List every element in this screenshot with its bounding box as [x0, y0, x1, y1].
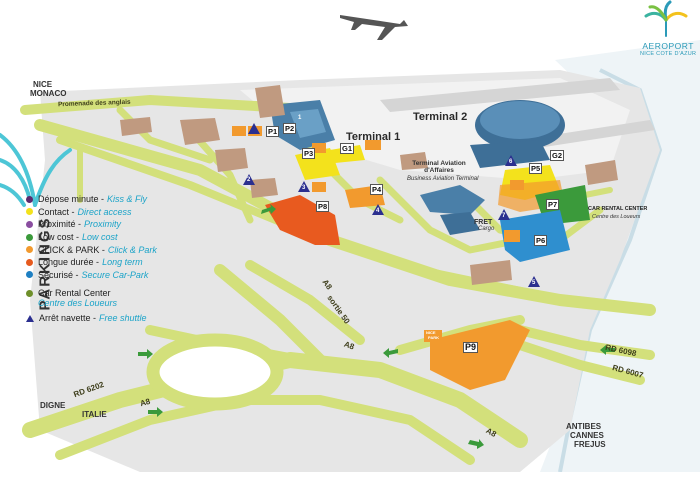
parking-marker-p2[interactable]: P2 — [283, 123, 297, 134]
direction-frejus: FREJUS — [574, 440, 606, 449]
legend-item-rental-en: Centre des Loueurs — [38, 298, 184, 308]
legend-item-click-park: CLICK & PARK -Click & Park — [26, 243, 184, 256]
roundabout-inner — [171, 352, 259, 392]
direction-digne: DIGNE — [40, 401, 66, 410]
car-rental-title: CAR RENTAL CENTER — [588, 206, 648, 212]
shuttle-number-3: 3 — [302, 185, 306, 191]
parking-marker-p6[interactable]: P6 — [534, 235, 548, 246]
shuttle-stop-icons — [243, 123, 540, 287]
direction-italie: ITALIE — [82, 410, 107, 419]
parking-marker-p7[interactable]: P7 — [546, 199, 560, 210]
legend-dot-icon — [26, 195, 33, 203]
legend-dot-icon — [26, 271, 33, 279]
legend-label: Proximité - — [38, 219, 82, 230]
terminal-1-label: Terminal 1 — [346, 131, 401, 143]
legend-label-en: Direct access — [77, 206, 132, 217]
shuttle-number-6: 6 — [509, 159, 513, 165]
shuttle-number-5: 5 — [532, 280, 536, 286]
logo-subtitle: NICE COTE D'AZUR — [640, 51, 697, 57]
direction-nice: NICE — [33, 80, 53, 89]
logo-palm-icon — [644, 0, 688, 37]
legend-label: Contact - — [38, 206, 75, 217]
parking-marker-p4[interactable]: P4 — [370, 184, 384, 195]
decorative-palm-icon — [0, 133, 72, 207]
direction-antibes: ANTIBES — [566, 422, 602, 431]
legend-label: Arrêt navette - — [39, 313, 97, 324]
parking-area-p9 — [430, 320, 530, 390]
g-marker-g1[interactable]: G1 — [340, 143, 355, 154]
flag-text-park: PARK — [428, 335, 440, 340]
legend-item-long-term: Longue durée -Long term — [26, 256, 184, 269]
legend-label-en: Secure Car-Park — [81, 269, 149, 280]
legend-item-shuttle: Arrêt navette -Free shuttle — [26, 312, 184, 325]
business-terminal-sub: Business Aviation Terminal — [407, 176, 479, 182]
legend-label-en: Click & Park — [107, 244, 157, 255]
legend-label-en: Long term — [102, 257, 143, 268]
shuttle-triangle-icon — [26, 314, 34, 322]
legend-label: CLICK & PARK - — [38, 244, 105, 255]
runway — [380, 78, 620, 112]
airplane-icon — [340, 15, 408, 40]
buildings — [120, 85, 618, 285]
parking-marker-p8[interactable]: P8 — [316, 201, 330, 212]
legend-dot-icon — [26, 233, 33, 241]
logo-name: AEROPORT — [642, 41, 694, 51]
direction-arrow-icons — [138, 204, 615, 449]
car-rental-sub: Centre des Loueurs — [592, 214, 641, 220]
parking-marker-p9[interactable]: P9 — [463, 342, 479, 353]
legend-item-rental: Car Rental Center — [26, 287, 184, 300]
legend-label-en: Proximity — [84, 219, 122, 230]
legend-item-secure: Sécurisé -Secure Car-Park — [26, 269, 184, 282]
legend-label: Sécurisé - — [38, 269, 79, 280]
legend: Dépose minute -Kiss & Fly Contact -Direc… — [26, 193, 184, 324]
flag-text-nice: NICE — [426, 330, 436, 335]
business-terminal-label: Terminal Aviation d'Affaires — [412, 160, 466, 174]
runway — [520, 120, 655, 150]
parking-marker-p1[interactable]: P1 — [266, 126, 280, 137]
legend-dot-icon — [26, 208, 33, 216]
legend-label: Longue durée - — [38, 257, 100, 268]
legend-label-en: Centre des Loueurs — [38, 297, 118, 308]
legend-label-en: Kiss & Fly — [107, 194, 148, 205]
legend-label: Car Rental Center — [38, 288, 111, 299]
shuttle-number-1: 1 — [298, 115, 302, 121]
fret-sub: Cargo — [478, 226, 495, 232]
direction-monaco: MONACO — [30, 89, 67, 98]
shuttle-number-7: 7 — [502, 213, 506, 219]
legend-item-proximity: Proximité -Proximity — [26, 218, 184, 231]
legend-label: Low cost - — [38, 232, 80, 243]
legend-label-en: Free shuttle — [99, 313, 147, 324]
parking-marker-p3[interactable]: P3 — [302, 148, 316, 159]
legend-dot-icon — [26, 246, 33, 254]
fret-label: FRET — [474, 219, 493, 226]
legend-item-low-cost: Low cost -Low cost — [26, 231, 184, 244]
g-marker-g2[interactable]: G2 — [550, 150, 565, 161]
shuttle-number-4: 4 — [376, 208, 380, 214]
legend-dot-icon — [26, 258, 33, 266]
legend-item-direct-access: Contact -Direct access — [26, 206, 184, 219]
parking-marker-p5[interactable]: P5 — [529, 163, 543, 174]
shuttle-number-2: 2 — [247, 177, 251, 183]
parking-area-g1 — [330, 145, 365, 163]
airport-logo: AEROPORT NICE COTE D'AZUR — [640, 41, 696, 57]
legend-label: Dépose minute - — [38, 194, 105, 205]
legend-dot-icon — [26, 220, 33, 228]
legend-dot-icon — [26, 289, 33, 297]
terminal-2-label: Terminal 2 — [413, 111, 468, 123]
legend-item-kiss-fly: Dépose minute -Kiss & Fly — [26, 193, 184, 206]
legend-label-en: Low cost — [82, 232, 118, 243]
direction-cannes: CANNES — [570, 431, 604, 440]
